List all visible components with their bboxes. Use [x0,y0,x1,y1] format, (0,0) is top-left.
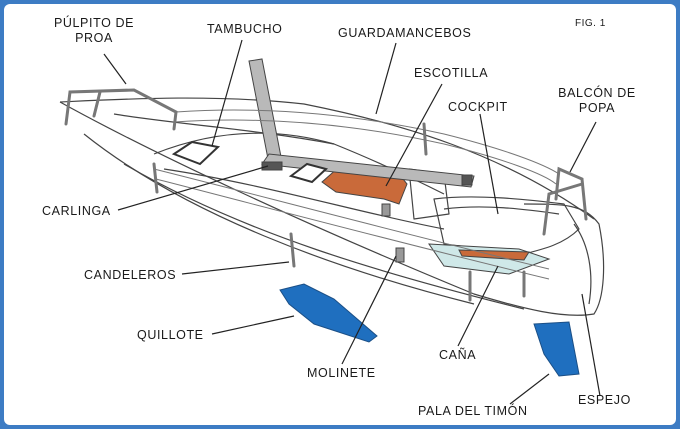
label-guardamancebos: GUARDAMANCEBOS [338,26,472,40]
label-espejo: ESPEJO [578,393,631,407]
label-pulpito-de-proa: PÚLPITO DE PROA [44,16,144,46]
hull-outline [59,101,605,316]
label-cana: CAÑA [439,348,477,362]
bow-pulpit [64,88,178,131]
label-cockpit: COCKPIT [448,100,508,114]
rudder [533,321,580,377]
figure-label: FIG. 1 [575,18,606,29]
label-carlinga: CARLINGA [42,204,111,218]
label-balcon-line1: BALCÓN DE [558,86,636,100]
label-balcon-de-popa: BALCÓN DE POPA [552,86,642,116]
cockpit-well [433,196,580,255]
label-pulpito-line1: PÚLPITO DE [53,16,135,30]
label-pala-del-timon: PALA DEL TIMÓN [418,404,528,418]
mast [248,58,475,188]
leader-lines [103,39,601,405]
label-pulpito-line2: PROA [75,31,113,45]
diagram-panel: FIG. 1 PÚLPITO DE PROA TAMBUCHO GUARDAMA… [4,4,676,425]
label-escotilla: ESCOTILLA [414,66,489,80]
label-quillote: QUILLOTE [137,328,204,342]
keel [279,283,378,343]
cockpit-floor [428,243,551,275]
label-candeleros: CANDELEROS [84,268,177,282]
winches [381,203,405,263]
label-tambucho: TAMBUCHO [207,22,283,36]
stern-pulpit [542,166,588,236]
sailboat-illustration [59,39,605,405]
transom [573,223,592,305]
hull-bottom [83,133,475,305]
deck-edge [59,97,595,220]
label-balcon-line2: POPA [578,101,616,115]
deck-windows [171,140,329,184]
hull-chine [123,163,525,310]
label-molinete: MOLINETE [307,366,376,380]
